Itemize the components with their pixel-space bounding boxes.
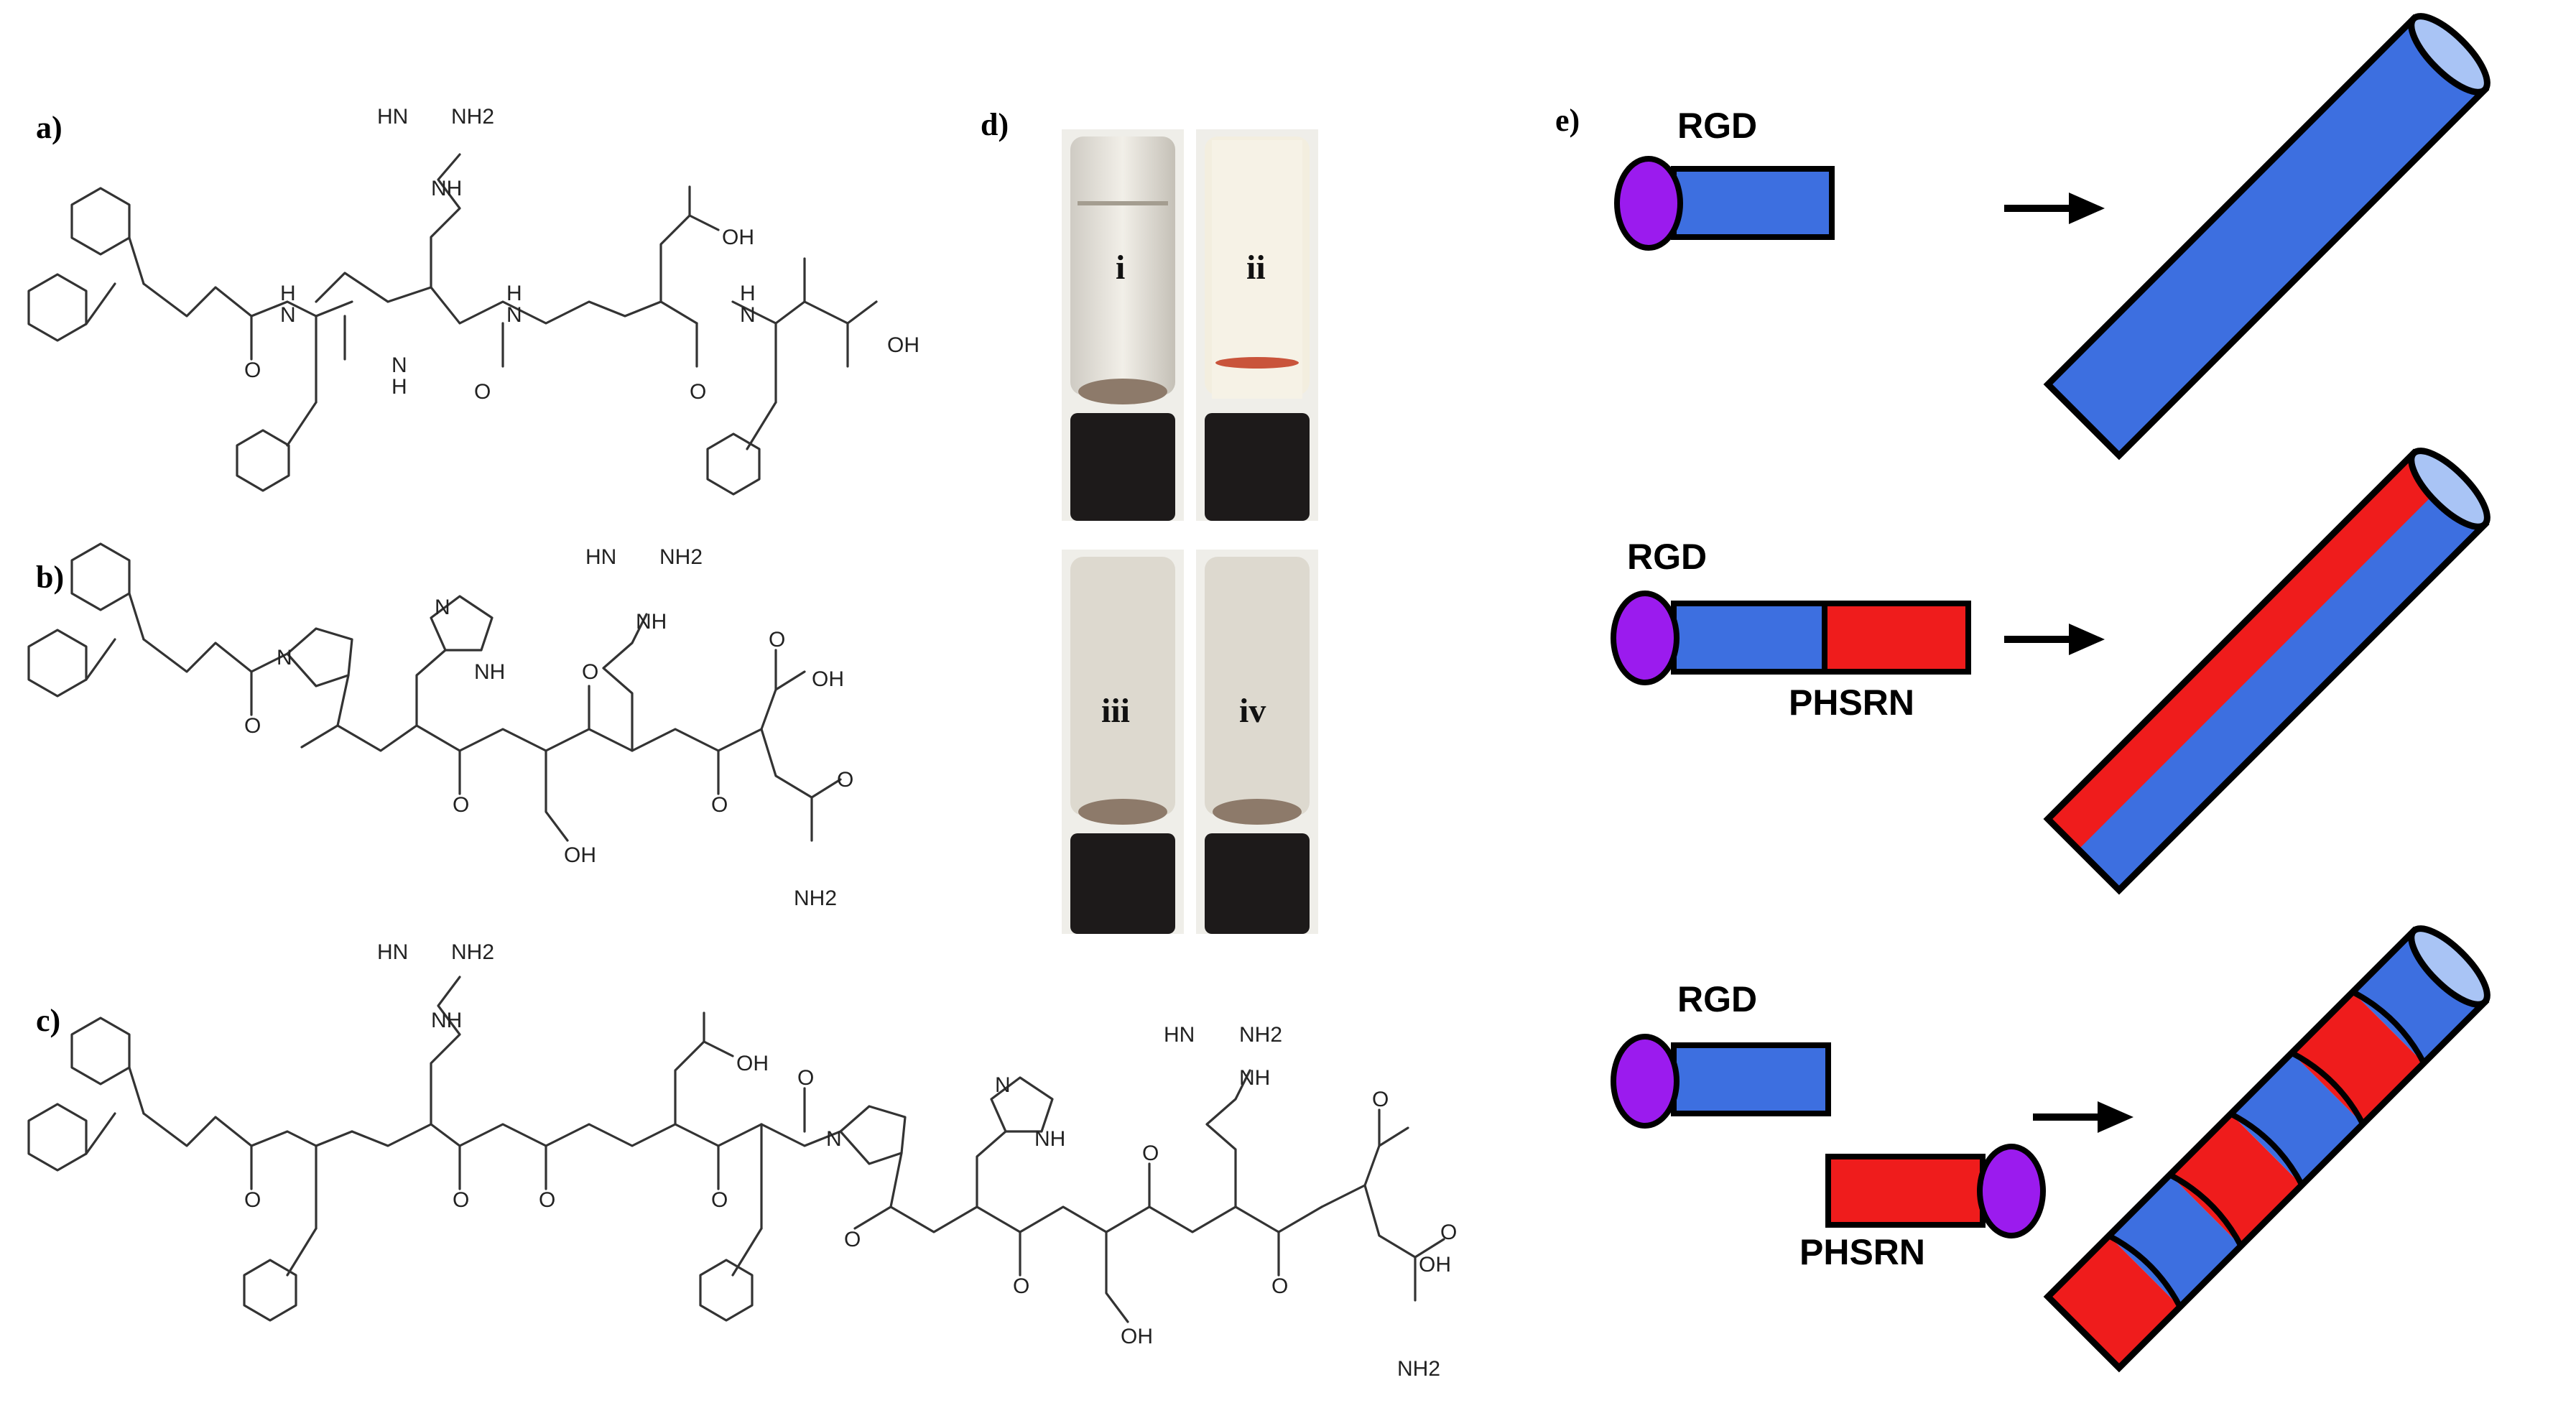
atom-label: H <box>392 375 407 399</box>
phsrn-block <box>1822 601 1971 675</box>
atom-label: O <box>244 358 261 382</box>
atom-label: N <box>392 353 407 377</box>
atom-label: OH <box>1121 1325 1153 1348</box>
phsrn-label-2: PHSRN <box>1789 682 1914 723</box>
rgd-block <box>1671 601 1827 675</box>
atom-label: NH <box>636 610 667 634</box>
atom-label: HN <box>1164 1023 1195 1047</box>
atom-label: NH2 <box>451 105 494 129</box>
atom-label: O <box>453 793 469 817</box>
atom-label: OH <box>722 226 754 249</box>
atom-label: NH2 <box>794 886 837 910</box>
vial-label-iii: iii <box>1101 692 1130 730</box>
atom-label: O <box>474 380 491 404</box>
atom-label: NH2 <box>451 940 494 964</box>
atom-label: O <box>453 1188 469 1212</box>
atom-label: O <box>711 1188 728 1212</box>
atom-label: H <box>740 282 756 305</box>
atom-label: OH <box>736 1052 769 1075</box>
atom-label: HN <box>377 105 408 129</box>
panel-b-label: b) <box>36 560 64 595</box>
atom-label: N <box>277 646 292 670</box>
atom-label: O <box>582 660 598 684</box>
atom-label: NH2 <box>659 545 703 569</box>
headgroup <box>1977 1144 2046 1238</box>
atom-label: OH <box>564 843 596 867</box>
atom-label: OH <box>887 333 919 357</box>
atom-label: NH <box>431 177 462 200</box>
rgd-block <box>1671 166 1835 240</box>
vial-iv: iv <box>1196 550 1318 934</box>
atom-label: H <box>280 282 296 305</box>
panel-e-label: e) <box>1555 103 1580 138</box>
atom-label: O <box>690 380 706 404</box>
vial-photos: i ii iii iv <box>1062 129 1318 934</box>
atom-label: N <box>280 303 296 327</box>
atom-label: NH2 <box>1239 1023 1282 1047</box>
atom-label: N <box>995 1073 1011 1097</box>
atom-label: N <box>740 303 756 327</box>
atom-label: O <box>1013 1274 1029 1298</box>
assembly-schematic: RGD RGD PHSRN RGD PHSRN <box>1611 13 2491 1373</box>
rgd-block <box>1671 1042 1831 1116</box>
atom-label: N <box>506 303 522 327</box>
atom-label: N <box>826 1127 842 1151</box>
vial-label-iv: iv <box>1239 692 1266 730</box>
vial-label-ii: ii <box>1246 249 1266 287</box>
panel-a-label: a) <box>36 110 62 145</box>
fiber-rgd-phsrn <box>2043 448 2491 895</box>
atom-label: O <box>1271 1274 1288 1298</box>
structure-c: HN NH2 NH OH N NH N HN NH2 NH OH OH NH2 … <box>27 940 1457 1381</box>
atom-label: NH <box>1239 1066 1270 1090</box>
phsrn-label-3: PHSRN <box>1799 1232 1925 1272</box>
vial-label-i: i <box>1116 249 1125 287</box>
rgd-label-2: RGD <box>1627 537 1707 577</box>
atom-label: OH <box>1419 1253 1451 1277</box>
headgroup <box>1611 591 1680 685</box>
atom-label: H <box>506 282 522 305</box>
panel-c-label: c) <box>36 1003 60 1038</box>
vial-i: i <box>1062 129 1184 521</box>
atom-label: O <box>244 714 261 738</box>
atom-label: NH2 <box>1397 1357 1440 1381</box>
structure-a: HN NH2 NH OH OH H N N H H N H N O O O <box>27 105 919 496</box>
headgroup <box>1611 1034 1680 1129</box>
rgd-label-3: RGD <box>1677 979 1757 1019</box>
vial-ii: ii <box>1196 129 1318 521</box>
atom-label: NH <box>474 660 505 684</box>
fiber-rgd <box>2043 13 2491 460</box>
panel-d-label: d) <box>981 107 1009 142</box>
atom-label: O <box>539 1188 555 1212</box>
atom-label: O <box>244 1188 261 1212</box>
atom-label: HN <box>377 940 408 964</box>
atom-label: O <box>797 1066 814 1090</box>
atom-label: N <box>435 596 450 619</box>
headgroup <box>1614 156 1683 251</box>
atom-label: O <box>769 628 785 652</box>
atom-label: O <box>837 768 853 792</box>
atom-label: O <box>1372 1088 1389 1111</box>
phsrn-block <box>1825 1154 1986 1228</box>
atom-label: HN <box>585 545 616 569</box>
fiber-coassembly <box>2043 925 2491 1373</box>
atom-label: NH <box>1034 1127 1065 1151</box>
atom-label: O <box>1142 1142 1159 1165</box>
vial-iii: iii <box>1062 550 1184 934</box>
rgd-label-1: RGD <box>1677 106 1757 146</box>
structure-b: HN NH2 NH NH N N OH OH NH2 O O O O O O <box>27 542 853 910</box>
atom-label: O <box>711 793 728 817</box>
atom-label: O <box>1440 1221 1457 1244</box>
atom-label: OH <box>812 667 844 691</box>
atom-label: NH <box>431 1009 462 1032</box>
atom-label: O <box>844 1228 861 1251</box>
